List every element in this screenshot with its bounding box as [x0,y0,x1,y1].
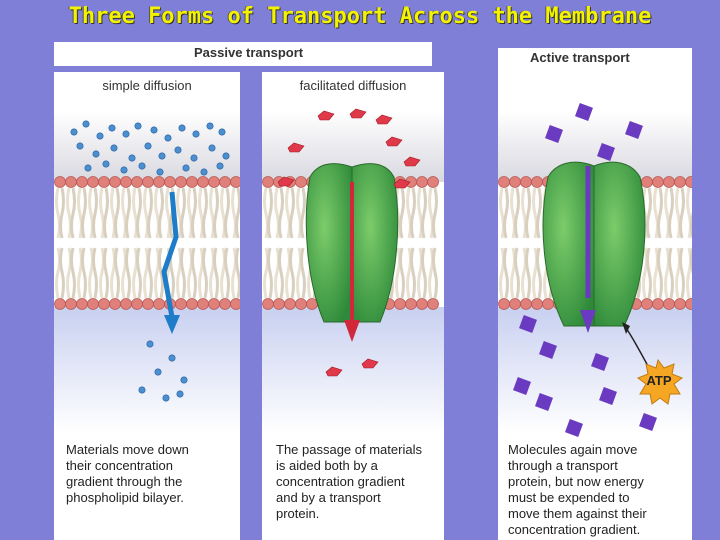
active-transport-panel: ATP Active transport Molecules again mov… [498,48,692,540]
simple-diffusion-panel: simple diffusion Materials move down the… [54,72,240,540]
facilitated-diffusion-illustration [262,108,444,432]
facilitated-diffusion-panel: facilitated diffusion The passage of mat… [262,72,444,540]
active-arrow-head [580,310,596,333]
diffusion-arrow [161,191,179,318]
active-molecules [513,103,657,437]
active-transport-caption: Molecules again move through a transport… [508,442,647,537]
facilitated-molecules [277,108,421,377]
facilitated-diffusion-label: facilitated diffusion [299,78,407,93]
atp-burst-icon: ATP [636,358,684,405]
simple-diffusion-label: simple diffusion [102,78,192,93]
atp-pointer-head [622,322,630,334]
simple-diffusion-caption: Materials move down their concentration … [66,442,189,505]
diffusion-arrow-head [164,315,180,334]
phospholipid-bilayer-icon [54,176,240,310]
small-molecules [70,120,230,402]
facilitated-diffusion-caption: The passage of materials is aided both b… [276,442,422,521]
active-transport-illustration: ATP [498,103,692,437]
active-transport-label: Active transport [530,50,630,65]
transport-protein-icon [305,163,399,323]
atp-label: ATP [646,373,671,388]
transport-protein-icon [542,161,646,327]
passive-transport-label: Passive transport [194,45,304,60]
slide-title: Three Forms of Transport Across the Memb… [68,4,652,29]
passive-transport-header: Passive transport [54,42,432,66]
facilitated-arrow-head [344,320,360,342]
simple-diffusion-illustration [54,112,240,432]
